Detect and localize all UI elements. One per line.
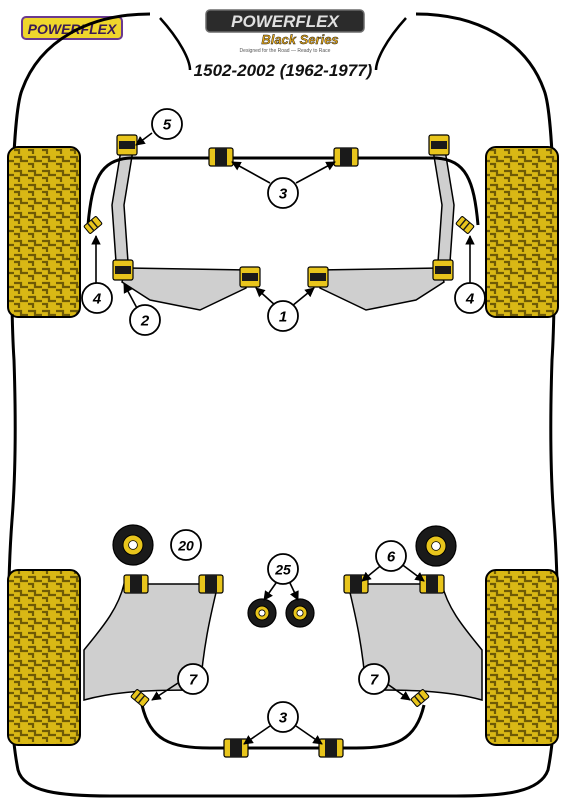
callout-number: 2 [140,313,150,330]
arrow-25-right [289,582,299,601]
rear-arb-link-right [410,689,430,707]
callout-circle [358,663,390,695]
arrow-2 [123,283,139,311]
callout-circle [177,663,209,695]
arrow-3b-left [243,725,271,745]
callout-number: 1 [279,309,287,326]
arrow-7-left [151,682,179,701]
front-right-tyre [485,146,559,318]
arrow-1-right [291,287,315,307]
arrow-1-left [255,287,277,307]
callout-circle [81,282,113,314]
callout-circle [151,108,183,140]
callout-circle [267,177,299,209]
front-right-lower-arm [317,267,445,311]
control-arm-front-bush-right [307,266,329,288]
rear-anti-roll-bar [140,704,426,750]
black-series-logo: POWERFLEX Black Series Designed for the … [205,9,365,54]
diff-small-bush-a [247,598,277,628]
diff-small-bush-b [285,598,315,628]
front-left-tyre [7,146,81,318]
callout-number: 3 [279,186,288,203]
callout-circle [170,529,202,561]
front-left-lower-arm [121,267,249,311]
arrow-25-left [263,582,277,601]
callout-number: 3 [279,710,288,727]
front-arb-link-left [83,216,103,234]
part-callout-c20: 20 [170,529,202,561]
callout-circle [129,304,161,336]
callout-number: 4 [465,291,475,308]
tagline-text: Designed for the Road — Ready to Race [240,48,331,54]
front-anti-roll-bar [86,156,480,226]
front-arb-mount-right [333,147,359,167]
part-callout-c1a: 1 [267,300,299,332]
rear-arm-bush-left-outer [198,574,224,594]
diff-mount-bush-left [112,524,154,566]
callout-circle [267,300,299,332]
model-title: 1502-2002 (1962-1977) [193,61,373,80]
part-callout-c6a: 6 [375,540,407,572]
arrow-3a-right [295,161,336,184]
callout-number: 7 [189,672,198,689]
part-callout-c4b: 4 [454,282,486,314]
part-callout-c4a: 4 [81,282,113,314]
control-arm-bush-left [112,259,134,281]
rear-arm-bush-left-inner [123,574,149,594]
callout-circle [375,540,407,572]
part-callout-c5a: 5 [151,108,183,140]
brand-text: POWERFLEX [231,12,340,31]
arrow-6-right [399,562,425,582]
rear-right-tyre [485,569,559,746]
callout-circle [267,553,299,585]
front-arb-mount-left [208,147,234,167]
control-arm-front-bush-left [239,266,261,288]
strut-top-bush-left [116,134,138,156]
callout-number: 25 [274,562,291,578]
callout-number: 4 [92,291,102,308]
arrow-3b-right [295,725,323,745]
strut-top-bush-right [428,134,450,156]
part-callout-c7a: 7 [177,663,209,695]
series-text: Black Series [261,32,338,47]
rear-arb-mount-right [318,738,344,758]
part-callout-c3a: 3 [267,177,299,209]
car-body-inner-line [159,17,407,71]
control-arm-bush-right [432,259,454,281]
part-callout-c7b: 7 [358,663,390,695]
arrow-7-right [385,682,411,701]
rear-arb-link-left [130,689,150,707]
callout-number: 7 [370,672,379,689]
rear-arm-bush-right-outer [419,574,445,594]
arrow-5 [135,132,153,146]
callout-circle [267,701,299,733]
arrow-3a-left [231,161,271,184]
callout-circle [454,282,486,314]
part-callout-c2a: 2 [129,304,161,336]
front-right-strut [432,149,455,263]
part-callout-c3b: 3 [267,701,299,733]
part-callout-c25: 25 [267,553,299,585]
callout-number: 20 [177,538,194,554]
rear-arb-mount-left [223,738,249,758]
callout-number: 6 [387,549,396,566]
callout-number: 5 [163,117,172,134]
front-left-strut [111,149,134,263]
front-arb-link-right [455,216,475,234]
corner-logo-text: POWERFLEX [28,21,118,37]
rear-left-tyre [7,569,81,746]
rear-arm-bush-right-inner [343,574,369,594]
diff-mount-bush-right [415,525,457,567]
